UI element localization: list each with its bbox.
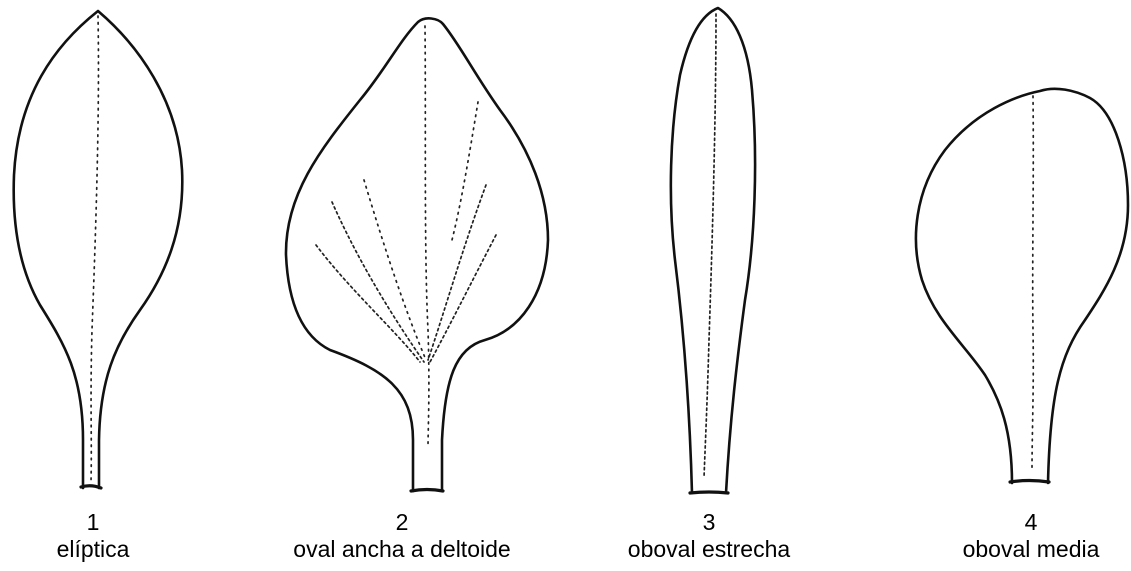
leaf-3-outline <box>671 8 755 493</box>
leaf-1-base <box>81 486 101 488</box>
leaf-3-narrow-obovate <box>671 8 755 493</box>
leaf-3-midrib <box>704 14 716 478</box>
leaf-2-vein-right-mid <box>428 185 486 360</box>
leaf-4-number: 4 <box>901 508 1131 536</box>
leaf-4-midrib <box>1032 96 1033 472</box>
leaf-2-broad-oval <box>286 18 548 491</box>
leaf-3-caption: 3 oboval estrecha <box>579 508 839 563</box>
leaf-2-label: oval ancha a deltoide <box>272 536 532 563</box>
leaf-2-caption: 2 oval ancha a deltoide <box>272 508 532 563</box>
leaf-2-outline <box>286 18 548 491</box>
leaf-1-elliptic <box>14 11 183 488</box>
leaf-2-vein-left-outer <box>316 245 420 362</box>
leaf-1-midrib <box>91 16 98 482</box>
leaf-4-label: oboval media <box>901 536 1131 563</box>
leaf-4-medium-obovate <box>916 89 1128 483</box>
leaf-2-base <box>411 490 443 492</box>
leaf-4-base <box>1010 481 1049 483</box>
leaf-1-caption: 1 elíptica <box>0 508 223 563</box>
leaf-2-vein-right-inner <box>452 102 478 240</box>
leaf-3-base <box>690 492 728 493</box>
leaf-2-number: 2 <box>272 508 532 536</box>
leaf-1-number: 1 <box>0 508 223 536</box>
leaf-4-outline <box>916 89 1128 483</box>
leaf-3-number: 3 <box>579 508 839 536</box>
leaf-4-caption: 4 oboval media <box>901 508 1131 563</box>
leaf-1-label: elíptica <box>0 536 223 563</box>
leaf-3-label: oboval estrecha <box>579 536 839 563</box>
leaf-2-midrib <box>425 26 429 448</box>
